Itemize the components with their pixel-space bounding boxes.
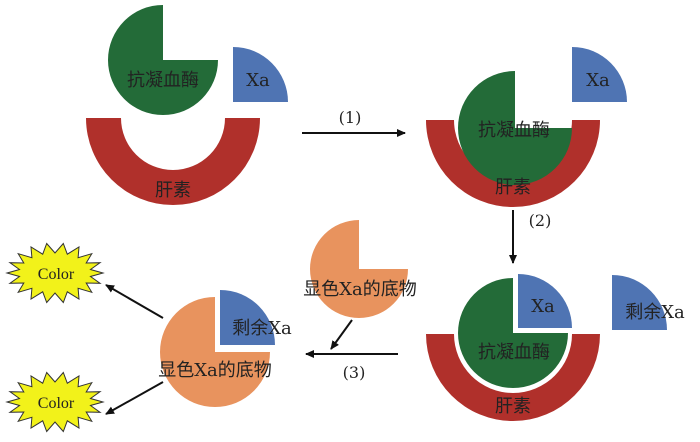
stage-complex: 抗凝血酶 肝素 Xa [426,47,627,207]
xa-shape [572,47,627,102]
heparin-label: 肝素 [155,180,191,201]
heparin-shape [86,118,260,205]
arrow-color-bottom [105,381,164,415]
color-burst-bottom [5,371,105,433]
starburst-shape [5,371,105,433]
substrate-label: 显色Xa的底物 [158,360,272,381]
starburst-shape [5,242,105,304]
xa-label: Xa [586,70,610,91]
stage-bound: Xa 抗凝血酶 肝素 剩余Xa [426,274,685,421]
antithrombin-shape [458,71,572,185]
residual-xa-label: 剩余Xa [625,302,685,323]
step-2-label: (2) [529,211,552,230]
substrate-shape [310,220,408,318]
antithrombin-shape [108,5,218,115]
arrow-color-top [105,284,164,319]
stage-separate: 抗凝血酶 Xa 肝素 [86,5,288,205]
substrate-shape [160,297,270,407]
step-3-label: (3) [343,363,366,382]
residual-xa-shape [220,290,275,345]
residual-xa-label: 剩余Xa [232,318,292,339]
color-label-bottom: Color [38,395,75,412]
color-label-top: Color [38,266,75,283]
stage-reaction: 剩余Xa 显色Xa的底物 [158,290,292,407]
xa-shape [518,274,572,328]
xa-shape [233,47,288,102]
heparin-shape [426,120,600,207]
substrate-label: 显色Xa的底物 [303,279,417,300]
heparin-label: 肝素 [495,396,531,417]
color-burst-top [5,242,105,304]
arrow-substrate [330,319,353,350]
xa-label: Xa [531,296,555,317]
heparin-label: 肝素 [495,177,531,198]
antithrombin-label: 抗凝血酶 [478,342,550,363]
antithrombin-label: 抗凝血酶 [127,70,199,91]
step-1-label: (1) [339,108,362,127]
antithrombin-shape [458,278,568,388]
antithrombin-label: 抗凝血酶 [478,120,550,141]
heparin-shape [426,334,600,421]
xa-label: Xa [246,70,270,91]
residual-xa-shape [612,275,667,330]
